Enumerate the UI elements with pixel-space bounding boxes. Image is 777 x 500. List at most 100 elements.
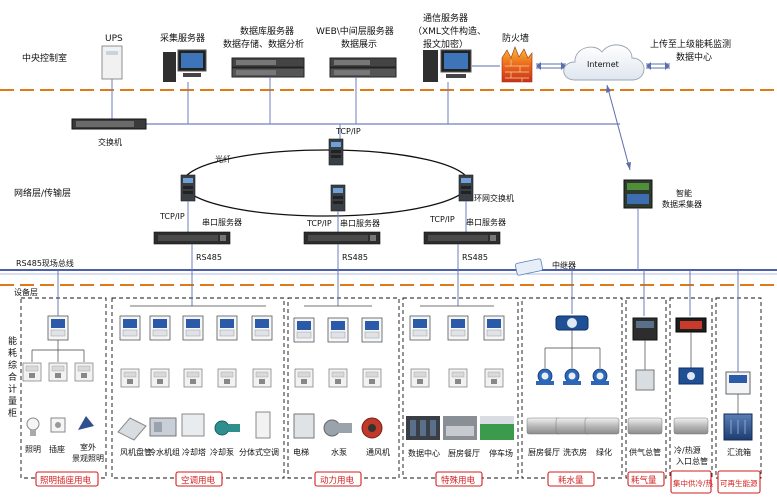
special-meter-2-icon [447,315,469,341]
water-pump-icon [323,419,352,437]
lighting-item-3: 室外 [80,442,96,452]
main-switch-icon [71,118,147,130]
hvac-item-2: 冷水机组 [148,447,180,457]
power-item-1: 电梯 [293,447,309,457]
renewable-item-1: 汇流箱 [727,447,751,457]
group-label-power: 动力用电 [320,475,355,486]
fiber-label: 光纤 [215,154,231,164]
group-label-central-heat: 集中供冷/热 [673,478,714,488]
hvac-item-1: 风机盘管 [120,447,152,457]
lighting-breaker-3-icon [74,362,94,382]
special-breaker-2-icon [448,368,468,388]
group-label-gas: 耗气量 [631,475,657,486]
ring-switch-left-icon [180,174,196,202]
special-meter-3-icon [483,315,505,341]
chiller-icon [149,417,177,437]
svg-text:合: 合 [8,371,17,383]
group-label-box-lighting [35,471,99,487]
serial-server-right-icon [423,231,501,245]
rs485-bus-label: RS485现场总线 [16,258,74,268]
svg-text:耗: 耗 [8,348,17,359]
hvac-breaker-4-icon [217,368,237,388]
firewall-label: 防火墙 [502,32,529,44]
hvac-meter-1-icon [119,315,141,341]
group-label-box-power [314,471,362,487]
special-item-2: 厨房餐厅 [448,448,480,458]
lighting-item-4: 景观照明 [72,454,104,463]
layer-device: 设备层 [14,287,38,297]
layer-central: 中央控制室 [22,52,67,64]
svg-text:计: 计 [8,383,17,395]
special-item-3: 停车场 [489,448,513,458]
water-item-3: 绿化 [596,447,612,457]
hvac-breaker-3-icon [183,368,203,388]
database-server-icon [231,57,305,124]
combiner-box-icon [723,413,753,441]
special-breaker-1-icon [410,368,430,388]
web-server-label-2: 数据展示 [341,38,377,50]
water-pipe-3-icon [584,417,620,435]
gas-pipe-icon [627,417,663,435]
gas-meter-icon [635,369,655,391]
serial-server-left-icon [153,231,231,245]
hvac-item-5: 分体式空调 [239,447,279,457]
central-heat-item-1: 冷/热源 [674,445,701,455]
group-label-box-special [435,471,483,487]
repeater-icon [515,258,543,276]
special-meter-1-icon [409,315,431,341]
database-server-label-2: 数据存储、数据分析 [223,38,304,50]
layer-network: 网络层/传输层 [14,187,71,199]
gas-item-1: 供气总管 [629,447,661,457]
internet-label: Internet [587,60,619,69]
water-item-2: 洗衣房 [563,447,587,457]
group-label-box-renewable [717,470,761,494]
water-meter-1-icon [535,368,555,386]
group-label-lighting: 照明插座用电 [40,475,92,486]
svg-text:综: 综 [8,359,17,371]
heat-pipe-icon [673,417,709,435]
heat-flow-meter-icon [678,367,704,385]
repeater-label: 中继器 [552,260,576,270]
tcpip-top-label: TCP/IP [335,127,361,136]
serial-server-right-label: 串口服务器 [466,217,506,227]
svg-text:柜: 柜 [8,407,17,419]
water-meter-3-icon [590,368,610,386]
web-server-label-1: WEB\中间层服务器 [316,25,394,37]
serial-server-left-label: 串口服务器 [202,217,242,227]
smart-collector-icon [623,179,653,209]
heat-meter-display-icon [675,317,707,333]
power-item-2: 水泵 [331,447,347,457]
serial-server-middle-label: 串口服务器 [340,218,380,228]
hvac-item-3: 冷却塔 [182,447,206,457]
central-heat-item-2: 入口总管 [676,456,708,466]
split-ac-icon [255,411,271,439]
upload-label-1: 上传至上级能耗监测 [650,38,731,50]
tcpip-middle-label: TCP/IP [306,219,332,228]
elevator-icon [293,413,315,439]
cabinet-vertical-title: 能 耗 综 合 计 量 柜 [8,335,17,419]
kitchen-icon [443,416,477,440]
collector-label-2: 数据采集器 [662,199,702,209]
hvac-meter-5-icon [251,315,273,341]
group-label-box-water [547,471,595,487]
special-item-1: 数据中心 [408,448,440,458]
ups-label: UPS [105,34,123,44]
lighting-item-2: 插座 [49,444,65,454]
firewall-icon [501,46,533,83]
special-breaker-3-icon [484,368,504,388]
power-meter-3-icon [361,317,383,343]
ring-switch-right-icon [458,174,474,202]
parking-icon [480,416,514,440]
lighting-breaker-1-icon [22,362,42,382]
power-meter-2-icon [327,317,349,343]
serial-server-middle-icon [303,231,381,245]
gas-flow-computer-icon [632,317,658,341]
internet-cloud-icon [563,44,645,81]
acquisition-server-label: 采集服务器 [160,32,205,44]
ring-switch-middle-icon [330,184,346,212]
lighting-item-1: 照明 [25,445,41,454]
power-item-3: 通风机 [366,447,390,457]
group-label-renewable: 可再生能源 [720,478,758,488]
group-label-water: 耗水量 [558,475,584,486]
web-server-icon [329,57,397,124]
